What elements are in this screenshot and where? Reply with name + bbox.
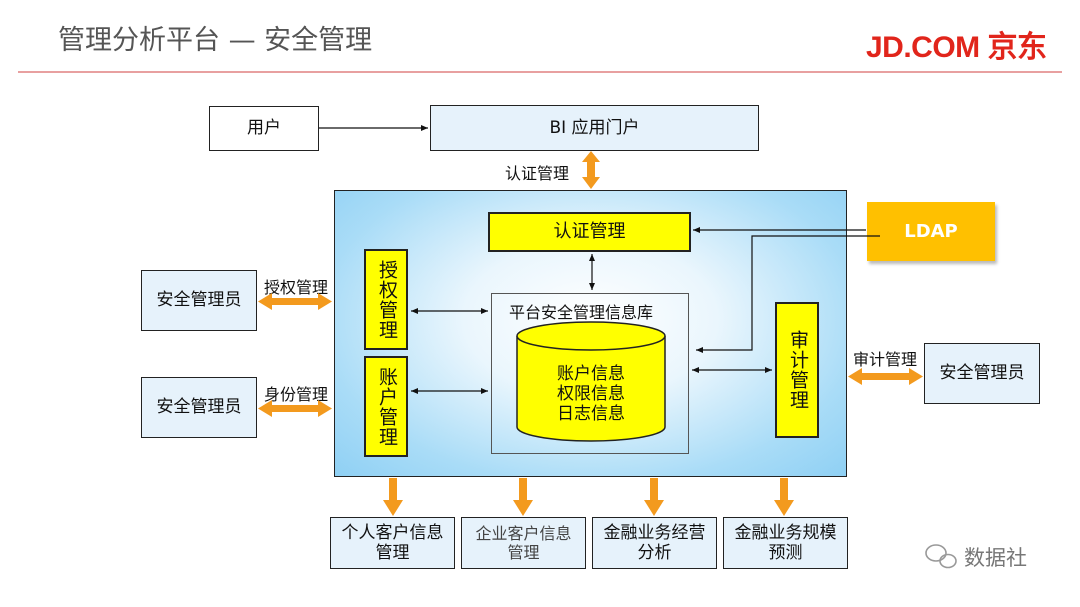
authorization-label: 授权管理 — [375, 259, 398, 340]
admin-right: 安全管理员 — [924, 343, 1040, 404]
identity-edge-label: 身份管理 — [264, 385, 329, 404]
auth-center-node: 认证管理 — [488, 212, 691, 252]
security-db-title: 平台安全管理信息库 — [509, 303, 654, 322]
wechat-icon — [925, 544, 957, 569]
db-contents: 账户信息 权限信息 日志信息 — [517, 364, 665, 424]
portal-auth-label: 认证管理 — [505, 164, 570, 183]
page-title: 管理分析平台 — 安全管理 — [58, 25, 373, 56]
database-cylinder — [516, 321, 666, 442]
admin-left-top: 安全管理员 — [141, 270, 257, 331]
account-label: 账户管理 — [375, 366, 398, 447]
bottom-node-4: 金融业务规模预测 — [723, 517, 848, 569]
security-db-frame — [491, 293, 689, 454]
db-line-1: 账户信息 — [557, 364, 625, 384]
authorization-orange-arrow — [258, 293, 332, 310]
audit-label: 审计管理 — [786, 330, 809, 410]
audit-edge-label: 审计管理 — [853, 350, 918, 369]
ldap-to-db-arrow — [696, 235, 880, 353]
bi-portal-node: BI 应用门户 — [430, 105, 759, 151]
audit-node: 审计管理 — [775, 302, 819, 438]
user-node: 用户 — [209, 106, 319, 151]
bottom-node-1: 个人客户信息管理 — [330, 517, 455, 569]
account-node: 账户管理 — [364, 356, 408, 457]
identity-orange-arrow — [258, 400, 332, 417]
authorization-node: 授权管理 — [364, 249, 408, 350]
audit-orange-arrow — [848, 368, 923, 385]
authorization-edge-label: 授权管理 — [264, 278, 329, 297]
admin-left-bottom: 安全管理员 — [141, 377, 257, 438]
db-line-2: 权限信息 — [557, 384, 625, 404]
watermark: 数据社 — [964, 546, 1027, 570]
ldap-node: LDAP — [867, 202, 995, 261]
bottom-node-3: 金融业务经营分析 — [592, 517, 717, 569]
portal-auth-orange-arrow — [582, 151, 600, 189]
jd-logo: JD.COM 京东 — [866, 31, 1047, 64]
bottom-node-2: 企业客户信息管理 — [461, 517, 586, 569]
header-divider — [18, 71, 1062, 73]
bottom-orange-arrows — [383, 478, 794, 516]
db-line-3: 日志信息 — [557, 404, 625, 424]
